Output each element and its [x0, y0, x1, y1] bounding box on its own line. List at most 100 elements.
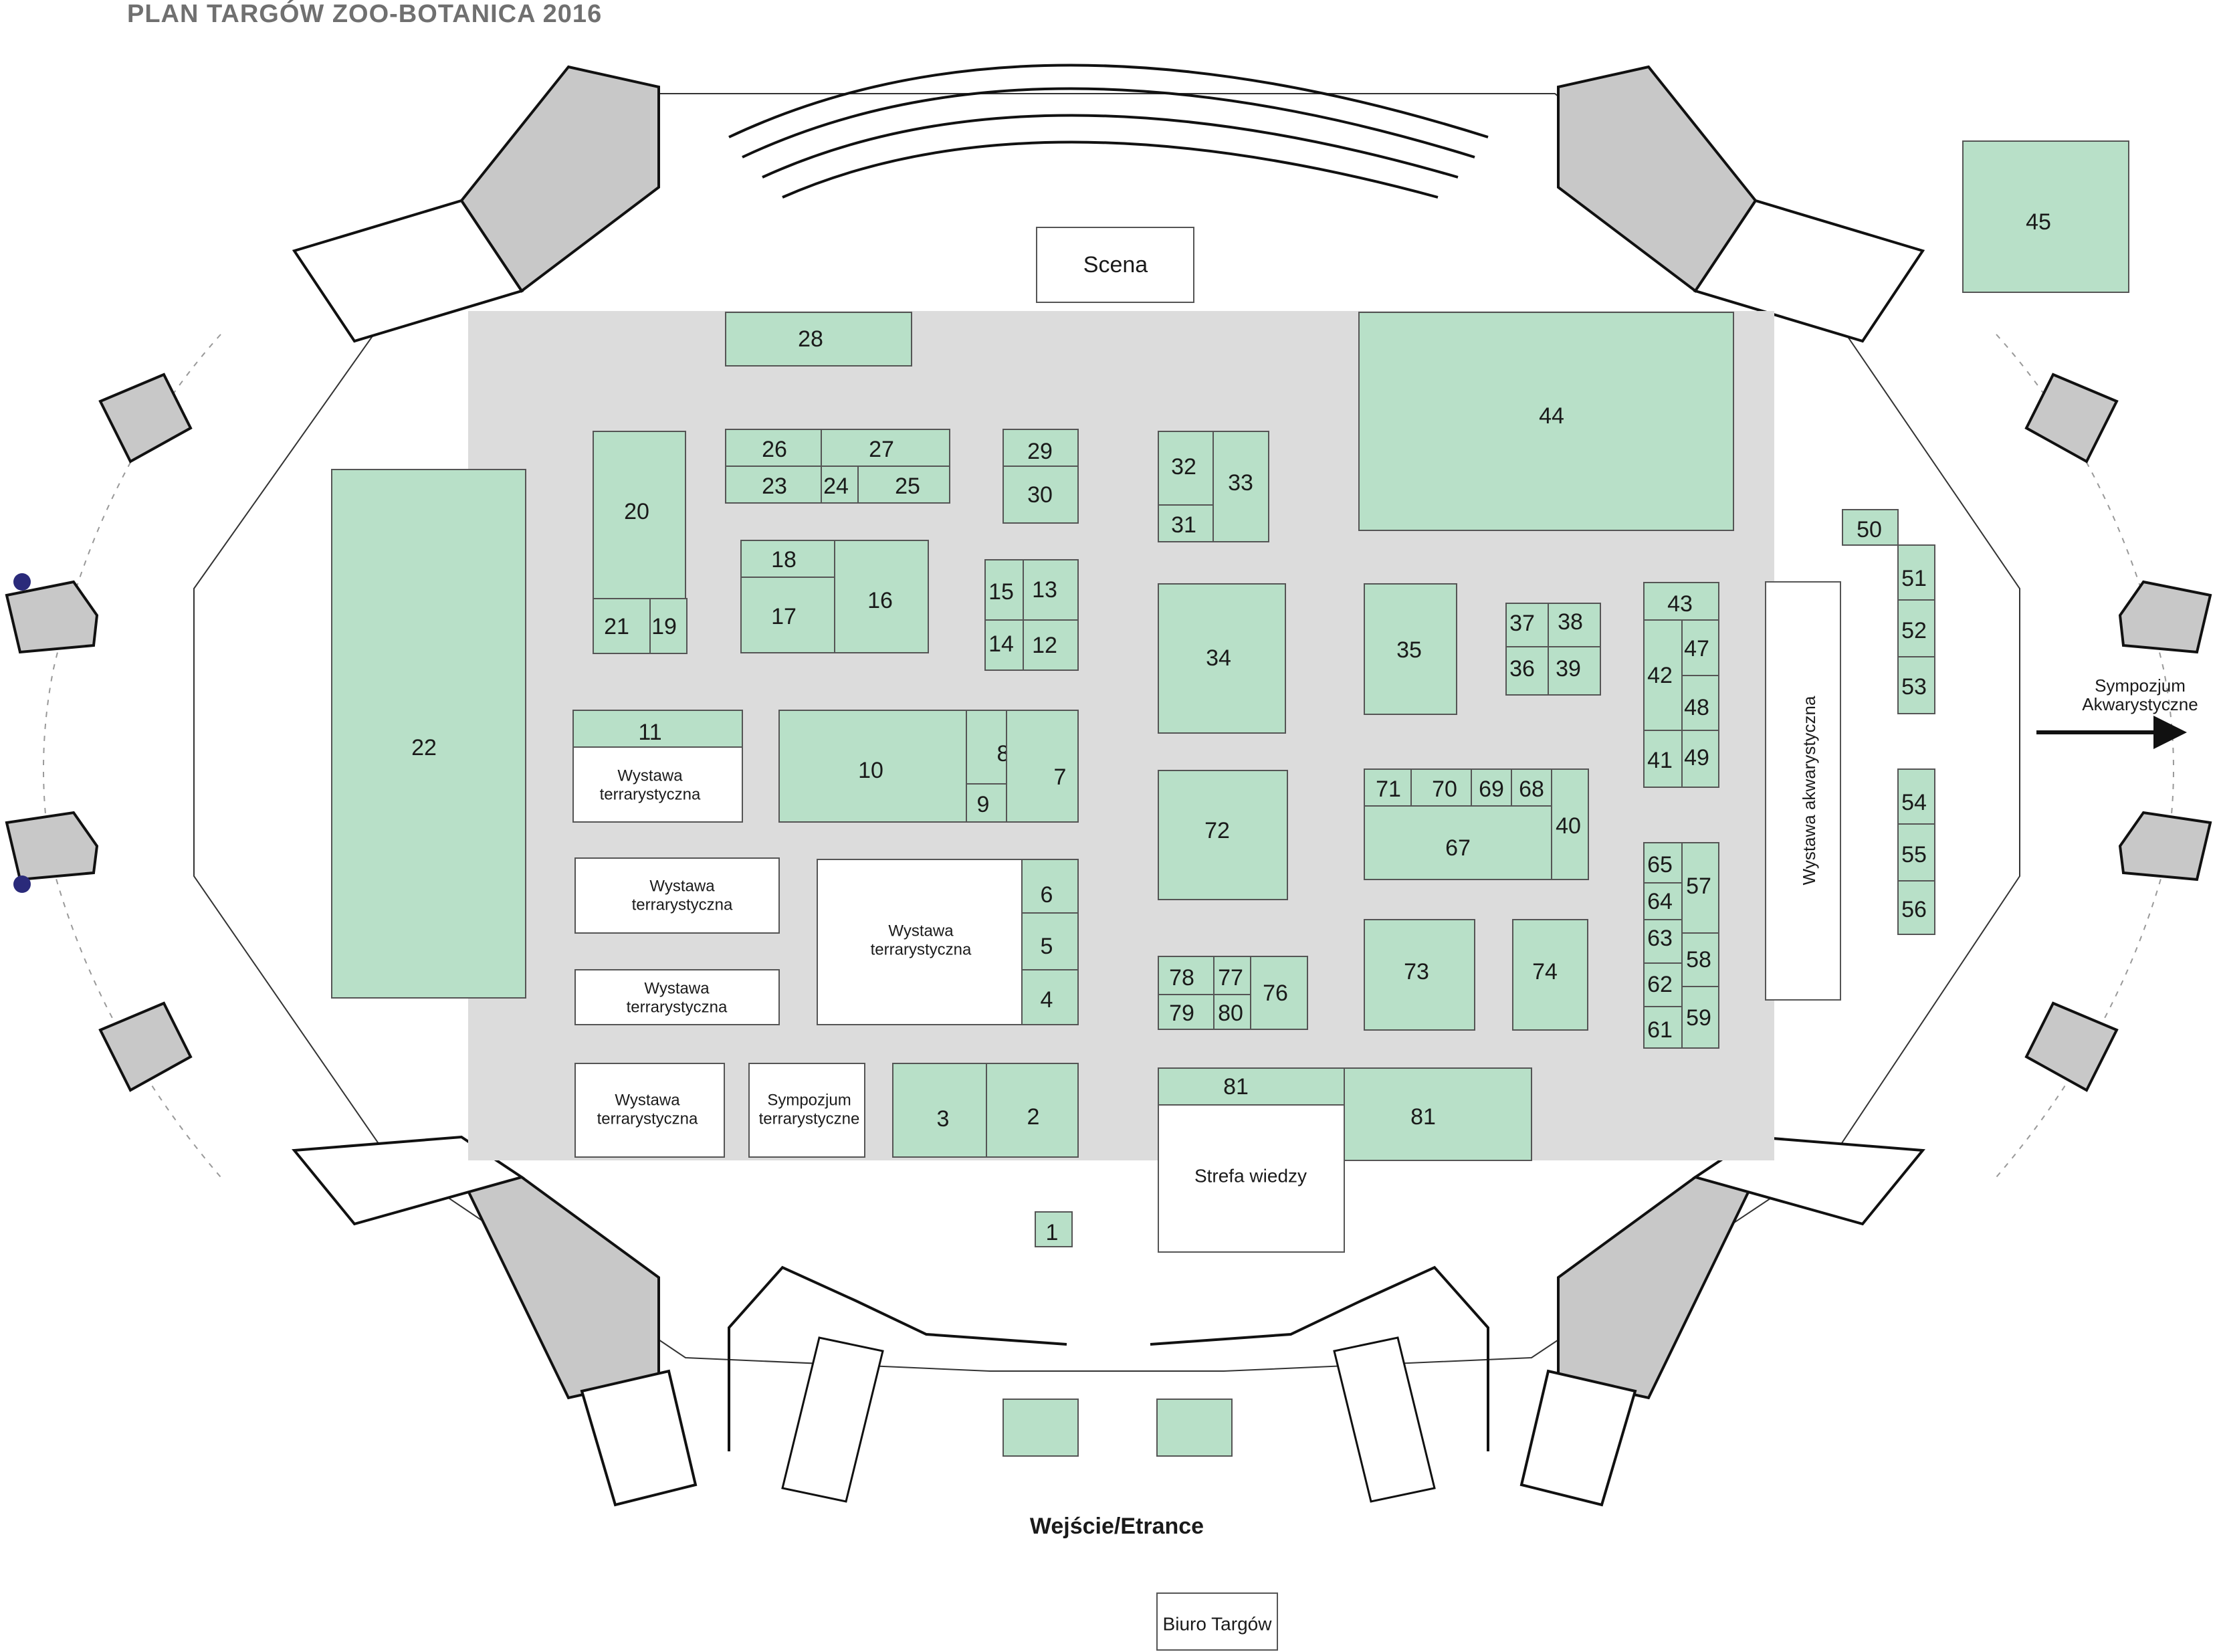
booth-65[interactable] — [1643, 842, 1683, 884]
booth-20[interactable] — [593, 431, 686, 613]
booth-77[interactable] — [1158, 994, 1215, 1030]
svg-text:7: 7 — [1054, 764, 1067, 790]
booth-22[interactable] — [331, 469, 526, 999]
booth-59[interactable] — [1681, 986, 1719, 1049]
svg-text:Sympozjum: Sympozjum — [2095, 676, 2186, 696]
booth-39[interactable] — [1548, 646, 1601, 696]
booth-78[interactable] — [1213, 994, 1251, 1030]
booth-45[interactable] — [1962, 140, 2129, 293]
booth-80[interactable] — [1344, 1067, 1532, 1161]
booth-5[interactable] — [1021, 912, 1079, 970]
booth-55[interactable] — [1897, 823, 1935, 882]
booth-41[interactable] — [1643, 730, 1683, 788]
svg-text:56: 56 — [1901, 897, 1927, 922]
svg-text:terrarystyczna: terrarystyczna — [627, 999, 728, 1017]
svg-text:81: 81 — [1223, 1074, 1249, 1100]
svg-text:65: 65 — [1647, 852, 1673, 877]
booth-7[interactable] — [1006, 710, 1079, 823]
booth-2[interactable] — [986, 1063, 1079, 1158]
svg-text:16: 16 — [867, 588, 893, 613]
booth-43[interactable] — [1643, 582, 1719, 621]
svg-text:Strefa wiedzy: Strefa wiedzy — [1194, 1166, 1307, 1186]
svg-text:47: 47 — [1684, 636, 1709, 661]
booth-74[interactable] — [1250, 956, 1308, 1030]
booth-71[interactable] — [1158, 770, 1288, 900]
arena-outline — [43, 93, 2174, 1372]
booth-11[interactable] — [572, 710, 743, 748]
booth-58[interactable] — [1681, 932, 1719, 987]
booth-50[interactable] — [1842, 509, 1899, 546]
svg-text:49: 49 — [1684, 745, 1709, 770]
page-title: PLAN TARGÓW ZOO-BOTANICA 2016 — [127, 0, 603, 28]
entrance-label: Wejście/Etrance — [1030, 1514, 1204, 1539]
booth-35[interactable] — [1364, 583, 1457, 715]
booth-51[interactable] — [1897, 544, 1935, 601]
booth-62[interactable] — [1643, 962, 1683, 1007]
info-icon — [13, 573, 31, 893]
booths[interactable]: 28 44 45 22 20 21 19 26 27 23 24 25 29 3… — [331, 140, 2129, 1457]
booth-53[interactable] — [1897, 656, 1935, 714]
svg-text:14: 14 — [988, 631, 1014, 657]
svg-text:13: 13 — [1032, 577, 1057, 603]
svg-text:71: 71 — [1376, 777, 1401, 802]
booth-1[interactable] — [1035, 1211, 1073, 1247]
booth-69[interactable] — [1410, 768, 1472, 807]
booth-34[interactable] — [1158, 583, 1286, 734]
booth-81-left[interactable] — [1002, 1399, 1079, 1457]
booth-36[interactable] — [1505, 646, 1549, 696]
booth-40[interactable] — [1551, 768, 1589, 880]
svg-text:25: 25 — [895, 474, 920, 499]
svg-text:69: 69 — [1479, 777, 1504, 802]
booth-23[interactable] — [725, 466, 822, 504]
svg-text:67: 67 — [1445, 835, 1471, 861]
booth-13[interactable] — [1023, 559, 1079, 621]
svg-text:64: 64 — [1647, 889, 1673, 914]
booth-73[interactable] — [1512, 919, 1588, 1031]
booth-16[interactable] — [834, 540, 929, 653]
svg-text:70: 70 — [1432, 777, 1457, 802]
svg-text:3: 3 — [937, 1106, 950, 1132]
svg-text:2: 2 — [1027, 1104, 1040, 1130]
booth-18[interactable] — [740, 540, 835, 578]
svg-text:63: 63 — [1647, 926, 1673, 951]
booth-49[interactable] — [1681, 730, 1719, 788]
booth-25[interactable] — [857, 466, 950, 504]
booth-44[interactable] — [1358, 312, 1734, 531]
aquarium-exhibition: Wystawa akwarystyczna — [1765, 581, 1841, 1001]
booth-81-right[interactable] — [1156, 1399, 1233, 1457]
booth-9[interactable] — [966, 783, 1007, 823]
svg-text:43: 43 — [1667, 591, 1693, 617]
booth-19[interactable] — [649, 598, 688, 654]
booth-66[interactable] — [1364, 805, 1552, 880]
booth-24[interactable] — [821, 466, 859, 504]
svg-text:15: 15 — [988, 579, 1014, 605]
booth-38[interactable] — [1548, 603, 1601, 647]
booth-37[interactable] — [1505, 603, 1549, 647]
booth-17[interactable] — [740, 577, 835, 653]
svg-text:36: 36 — [1509, 656, 1535, 682]
booth-47[interactable] — [1681, 619, 1719, 676]
booth-28[interactable] — [725, 312, 912, 367]
svg-text:terrarystyczne: terrarystyczne — [759, 1110, 860, 1128]
booth-30[interactable] — [1002, 466, 1079, 524]
svg-text:48: 48 — [1684, 695, 1709, 720]
booth-31[interactable] — [1158, 504, 1214, 542]
booth-27[interactable] — [821, 429, 950, 467]
booth-10[interactable] — [778, 710, 967, 823]
corner-building-nw — [292, 65, 660, 343]
booth-3[interactable] — [892, 1063, 987, 1158]
booth-56[interactable] — [1897, 880, 1935, 935]
svg-text:30: 30 — [1027, 482, 1053, 508]
booth-79[interactable] — [1158, 1067, 1345, 1106]
booth-61[interactable] — [1643, 1006, 1683, 1049]
svg-text:Wystawa: Wystawa — [888, 922, 954, 940]
svg-text:81: 81 — [1410, 1104, 1436, 1130]
booth-29[interactable] — [1002, 429, 1079, 467]
booth-14[interactable] — [984, 619, 1024, 671]
booth-12[interactable] — [1023, 619, 1079, 671]
booth-33[interactable] — [1212, 431, 1269, 542]
svg-text:Wystawa akwarystyczna: Wystawa akwarystyczna — [1799, 696, 1819, 885]
corner-building-sw — [292, 1135, 698, 1507]
booth-72[interactable] — [1364, 919, 1475, 1031]
booth-48[interactable] — [1681, 675, 1719, 731]
